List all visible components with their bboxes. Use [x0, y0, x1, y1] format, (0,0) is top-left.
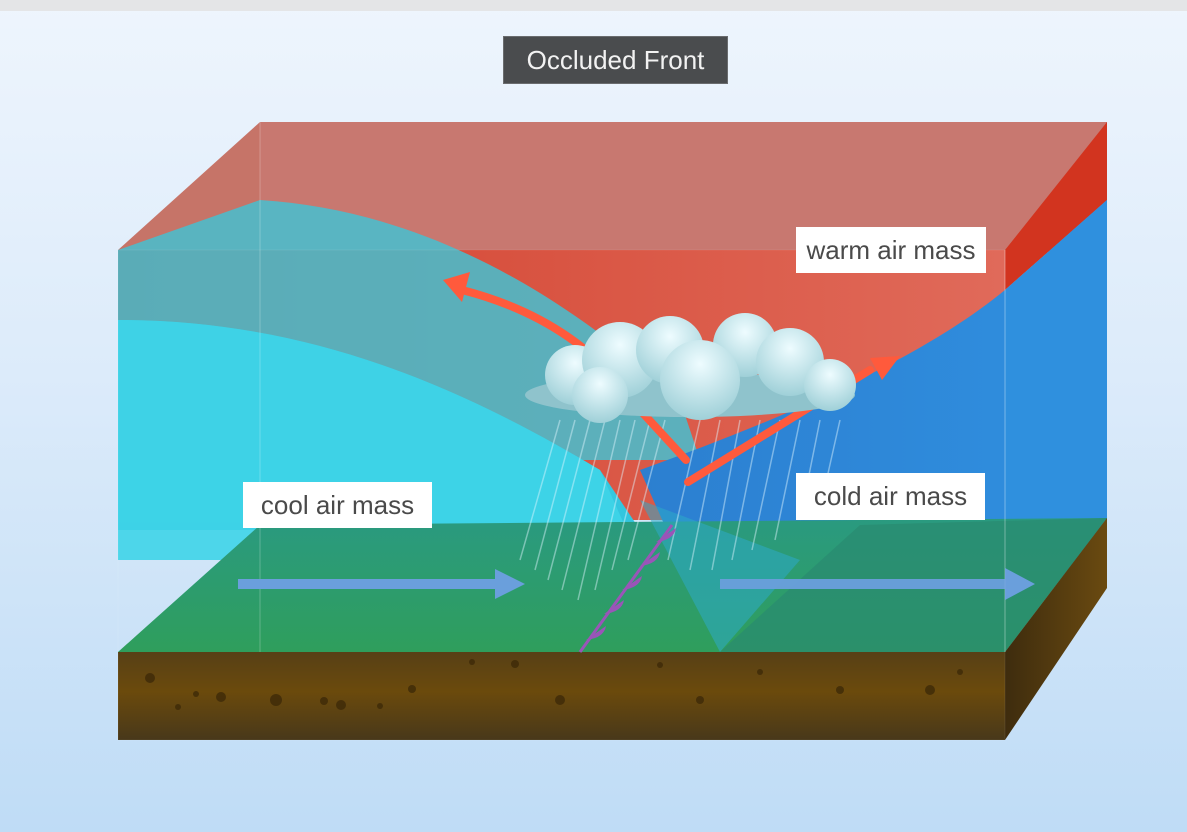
wind-arrow-right: [720, 568, 1035, 600]
top-bar: [0, 0, 1187, 11]
wind-arrow-left: [238, 569, 525, 599]
warm-air-mass-label: warm air mass: [796, 227, 986, 273]
storm-cloud-icon: [525, 313, 856, 423]
occluded-front-symbol: [578, 524, 676, 653]
cool-air-mass-label: cool air mass: [243, 482, 432, 528]
cold-air-mass-label: cold air mass: [796, 473, 985, 520]
diagram-title: Occluded Front: [504, 37, 727, 83]
